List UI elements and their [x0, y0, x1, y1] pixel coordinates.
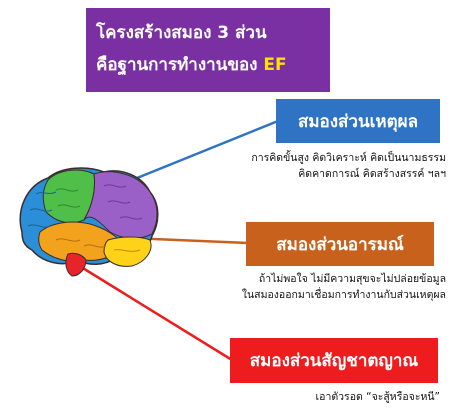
emotion-brain-label: สมองส่วนอารมณ์	[246, 222, 434, 266]
title-ef-highlight: EF	[263, 55, 287, 75]
brain-icon	[19, 167, 159, 277]
logic-desc-line-2: คิดคาดการณ์ คิดสร้างสรรค์ ฯลฯ	[298, 168, 446, 180]
emotion-description: ถ้าไม่พอใจ ไม่มีความสุขจะไม่ปล่อยข้อมูล …	[242, 271, 446, 303]
title-line-2-prefix: คือฐานการทำงานของ	[96, 55, 264, 75]
emotion-desc-line-2: ในสมองออกมาเชื่อมการทำงานกับส่วนเหตุผล	[241, 289, 446, 301]
instinct-brain-label: สมองส่วนสัญชาตญาณ	[230, 338, 438, 383]
connector-instinct	[72, 260, 233, 362]
instinct-description: เอาตัวรอด “จะสู้หรือจะหนี”	[316, 389, 440, 405]
title-line-1: โครงสร้างสมอง 3 ส่วน	[96, 23, 267, 43]
logic-description: การคิดขั้นสูง คิดวิเคราะห์ คิดเป็นนามธรร…	[251, 150, 446, 182]
title-line-2: คือฐานการทำงานของ EF	[96, 49, 320, 81]
instinct-desc-line-1: เอาตัวรอด “จะสู้หรือจะหนี”	[315, 391, 440, 403]
logic-brain-label: สมองส่วนเหตุผล	[276, 99, 440, 143]
emotion-desc-line-1: ถ้าไม่พอใจ ไม่มีความสุขจะไม่ปล่อยข้อมูล	[258, 273, 446, 285]
logic-desc-line-1: การคิดขั้นสูง คิดวิเคราะห์ คิดเป็นนามธรร…	[251, 152, 446, 164]
title-banner: โครงสร้างสมอง 3 ส่วน คือฐานการทำงานของ E…	[86, 8, 330, 92]
